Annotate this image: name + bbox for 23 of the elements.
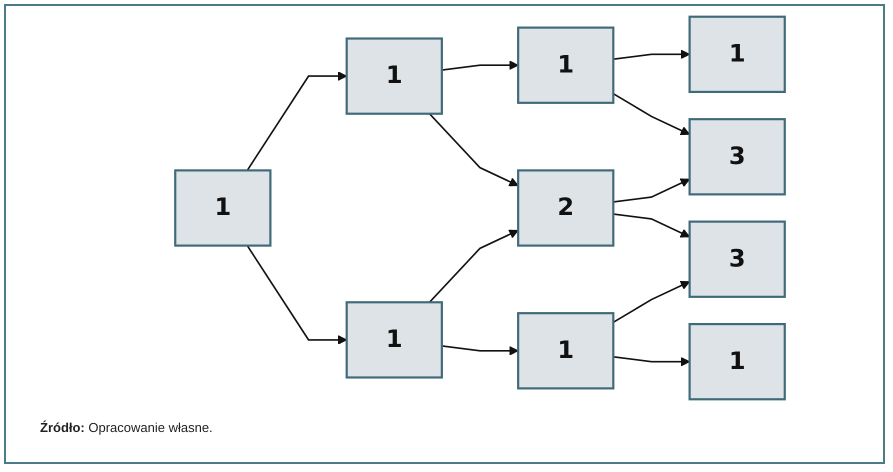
arrow <box>246 71 348 171</box>
arrow <box>246 245 348 345</box>
arrow <box>442 60 519 71</box>
arrow <box>613 50 690 60</box>
node-box: 1 <box>688 16 786 94</box>
arrow <box>428 113 519 186</box>
node-box: 1 <box>517 312 614 390</box>
arrow <box>442 345 519 356</box>
node-box: 1 <box>174 169 272 247</box>
arrow <box>612 280 690 324</box>
arrow <box>613 178 690 203</box>
node-box: 3 <box>688 220 786 298</box>
node-box: 1 <box>346 301 443 379</box>
arrow <box>428 230 519 303</box>
node-box: 3 <box>688 118 786 196</box>
node-box: 1 <box>517 26 614 104</box>
node-box: 1 <box>346 37 443 115</box>
source-note: Źródło: Opracowanie własne. <box>40 420 213 435</box>
arrow <box>612 92 690 136</box>
arrow <box>613 356 690 366</box>
node-box: 2 <box>517 169 614 247</box>
node-box: 1 <box>688 322 786 400</box>
arrow <box>613 213 690 238</box>
